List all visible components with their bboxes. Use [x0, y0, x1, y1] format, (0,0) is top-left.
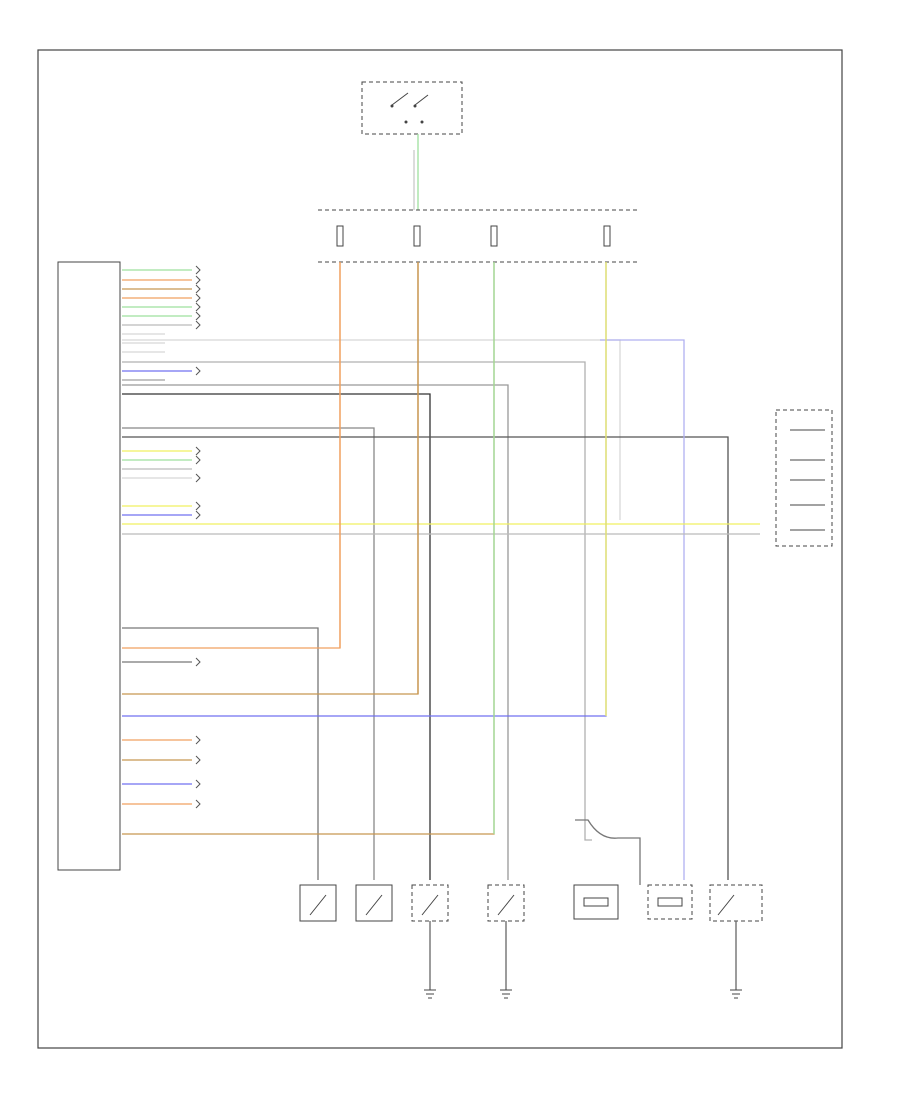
- connector-arrow: [195, 366, 201, 376]
- connector-arrow: [195, 320, 201, 330]
- fuse: [603, 225, 611, 247]
- connector-arrow: [195, 455, 201, 465]
- wire: [122, 436, 729, 880]
- instrument-cluster: [57, 261, 121, 871]
- ignition-terminal: [390, 104, 394, 108]
- ignition-switch-contact: [391, 92, 409, 106]
- switch-box: [709, 884, 763, 922]
- wire: [122, 262, 495, 835]
- connector-arrow: [195, 755, 201, 765]
- bottom-components: [299, 819, 763, 999]
- switch-box: [487, 884, 525, 922]
- ignition-terminal: [404, 120, 408, 124]
- connector-arrow: [195, 735, 201, 745]
- ignition-terminal: [420, 120, 424, 124]
- wire: [122, 262, 341, 649]
- ignition-switch: [361, 81, 463, 135]
- connector-arrow: [195, 302, 201, 312]
- ground-symbol: [424, 989, 436, 999]
- connector-arrow: [195, 293, 201, 303]
- connector-arrow: [195, 275, 201, 285]
- connector-arrow: [195, 446, 201, 456]
- sensor-link-wire: [575, 819, 641, 885]
- connector-arrow: [195, 501, 201, 511]
- cluster-stub-connectors: [195, 265, 201, 376]
- fuse: [490, 225, 498, 247]
- fuse: [413, 225, 421, 247]
- sensor-element: [583, 897, 609, 907]
- ignition-switch-contact: [414, 94, 429, 106]
- switch-contact: [421, 894, 439, 916]
- connector-arrow: [195, 799, 201, 809]
- wire: [122, 393, 431, 880]
- switch-contact: [497, 894, 515, 916]
- sensor-box: [647, 884, 693, 920]
- switch-contact: [717, 894, 735, 916]
- cluster-long-wires: [122, 339, 760, 880]
- switch-box: [355, 884, 393, 922]
- ground-symbol: [500, 989, 512, 999]
- cluster-pin-stubs-lower: [122, 657, 201, 809]
- cluster-pin-stubs-upper: [122, 269, 192, 381]
- connector-arrow: [195, 657, 201, 667]
- switch-box: [411, 884, 449, 922]
- cluster-pin-stubs-middle: [122, 446, 201, 520]
- switch-contact: [365, 894, 383, 916]
- ground-symbol: [730, 989, 742, 999]
- wire: [122, 361, 592, 841]
- switch-contact: [309, 894, 327, 916]
- wire: [600, 339, 685, 880]
- connector-arrow: [195, 779, 201, 789]
- connector-arrow: [195, 311, 201, 321]
- fuse-panel: [318, 209, 640, 263]
- cluster-lower-wires: [122, 262, 607, 880]
- connector-arrow: [195, 284, 201, 294]
- sensor-box: [573, 884, 619, 920]
- wire: [122, 427, 375, 880]
- connector-arrow: [195, 510, 201, 520]
- ignition-terminal: [413, 104, 417, 108]
- connector-arrow: [195, 265, 201, 275]
- connector-arrow: [195, 473, 201, 483]
- wire: [122, 627, 319, 880]
- switch-box: [299, 884, 337, 922]
- wire: [122, 384, 509, 880]
- page-frame: [37, 49, 843, 1049]
- fuse-output-wires: [339, 262, 607, 834]
- lamp-switch-box: [775, 409, 833, 547]
- sensor-element: [657, 897, 683, 907]
- lamp-switch: [775, 409, 833, 547]
- ignition-switch-box: [361, 81, 463, 135]
- instrument-cluster-box: [57, 261, 121, 871]
- fuse: [336, 225, 344, 247]
